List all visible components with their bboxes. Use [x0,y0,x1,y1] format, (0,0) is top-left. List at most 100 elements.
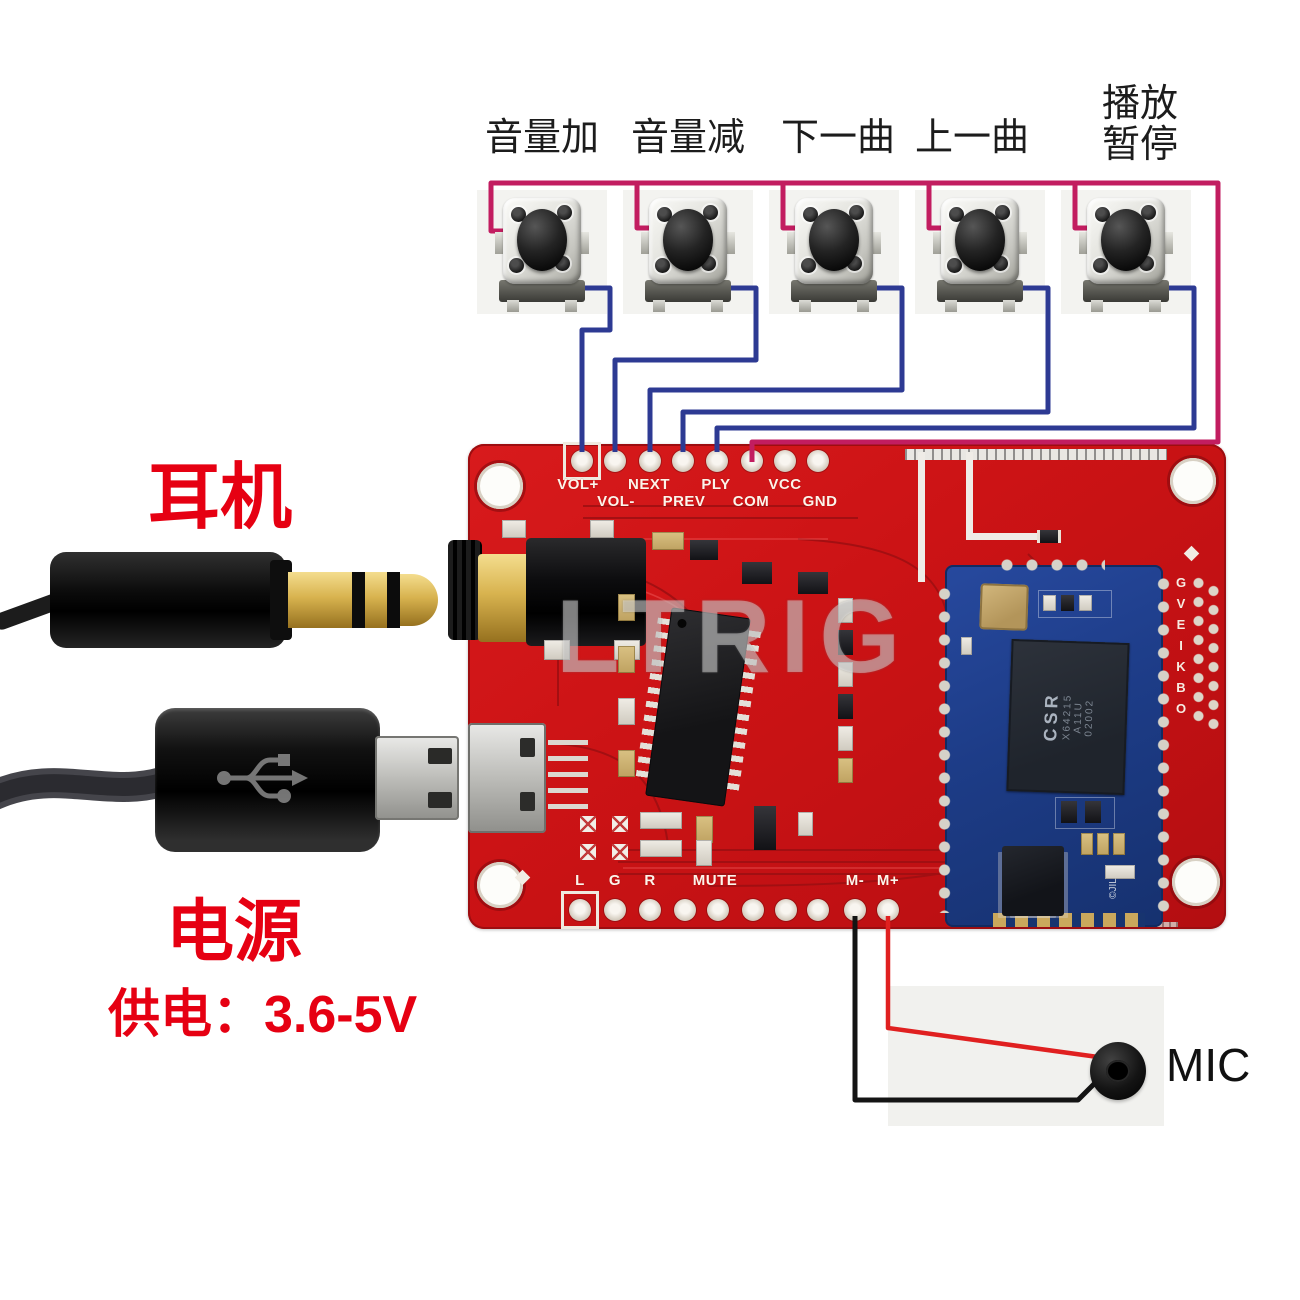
usb-trident-icon [217,754,308,803]
flash-chip [1002,846,1064,916]
silkscreen-ply: PLY [701,476,731,493]
silkscreen-vcc: VCC [768,476,802,493]
pin-pad [707,899,729,921]
power-supply-label: 供电：3.6-5V [108,986,418,1044]
pin-pad-m-plus [877,899,899,921]
smd-resistor [618,698,635,725]
headphone-label: 耳机 [148,458,293,538]
pin-pad [807,450,829,472]
pin-pad [807,899,829,921]
smd-resistor [696,840,712,866]
silkscreen-next: NEXT [627,476,671,493]
pin-pad [742,899,764,921]
mic-label: MIC [1166,1039,1251,1091]
silkscreen-m-minus: M- [845,872,865,889]
smd-resistor [798,812,813,836]
tact-button-next-track [769,190,899,314]
module-marking: ©JIL [1107,878,1119,899]
smd-capacitor [652,532,684,550]
antenna-trace [966,533,1038,540]
mount-hole [477,463,523,509]
power-label: 电源 [166,894,303,970]
solder-jumper-pad [580,816,596,832]
module-silkscreen-box [1038,590,1112,618]
headphone-jack [448,540,482,640]
tact-button-previous-track [915,190,1045,314]
module-silkscreen-box [1055,797,1115,829]
smd-capacitor [618,594,635,621]
smd-resistor [838,662,853,687]
plug-ring [352,572,365,628]
pin-pad [604,450,626,472]
pin-pad-l [561,891,599,929]
smd-capacitor [696,816,713,843]
smd-resistor [838,630,853,655]
usb-shell-slot [428,792,452,808]
pin-pad [706,450,728,472]
smd-capacitor [1085,801,1101,823]
usb-port-dimple [520,738,535,757]
csr-chip-marking: CSR X64215 A11U 02002 [1040,691,1096,742]
silkscreen-m-plus: M+ [876,872,900,889]
usb-power-plug [0,700,470,860]
plug-ring2-band [365,572,387,628]
headphone-plug [0,540,460,670]
watermark-text: LTRIG [556,579,911,695]
pin-pad [775,899,797,921]
plug-strain-relief [50,552,286,648]
headphone-jack-collar [478,554,530,642]
next-track-label: 下一曲 [780,117,896,159]
smd-resistor [838,726,853,751]
serial-strip [905,449,1167,460]
smd-resistor [1061,595,1074,611]
play-pause-label: 播放暂停 [1101,83,1178,167]
pin-pad [672,450,694,472]
smd-resistor [838,694,853,719]
silkscreen-g: G [608,872,622,889]
tact-button-volume-up [477,190,607,314]
silkscreen-gnd: GND [802,493,838,510]
pin-pad [674,899,696,921]
jack-solder-pad [544,640,570,660]
silkscreen-vol-plus: VOL+ [557,476,599,493]
silkscreen-l: L [575,872,585,889]
side-pad-column [1192,574,1205,724]
smd-capacitor [1061,801,1077,823]
smd-resistor [640,840,682,857]
castellated-pads-top [995,559,1105,571]
smd-resistor [1105,865,1135,879]
bluetooth-module: CSR X64215 A11U 02002 ©JIL [938,559,1170,927]
silkscreen-vol-minus: VOL- [597,493,635,510]
smd-capacitor [618,646,635,673]
pin-pad [741,450,763,472]
mount-hole [1170,458,1216,504]
smd-resistor [1079,595,1092,611]
silkscreen-r: R [644,872,656,889]
castellated-pads-right [1157,573,1170,913]
smd-transistor [742,562,772,584]
jack-solder-pad [502,520,526,538]
castellated-pads-left [938,583,951,913]
pin-pad [774,450,796,472]
smd-transistor [798,572,828,594]
mount-hole [477,862,523,908]
plug-step [270,560,292,640]
mount-hole [1172,858,1220,906]
antenna-trace [966,452,973,540]
solder-jumper-pad [612,844,628,860]
volume-down-label: 音量减 [630,117,746,159]
pin-pad [639,450,661,472]
headphone-jack-body [526,538,646,646]
volume-up-label: 音量加 [484,117,600,159]
antenna-trace [918,452,925,582]
smd-capacitor [838,758,853,783]
usb-port-dimple [520,792,535,811]
smd-resistor [961,637,972,655]
microphone-port [1106,1060,1130,1082]
smd-capacitor [1097,833,1109,855]
smd-resistor [640,812,682,829]
smd-transistor [690,540,718,560]
smd-capacitor [1081,833,1093,855]
